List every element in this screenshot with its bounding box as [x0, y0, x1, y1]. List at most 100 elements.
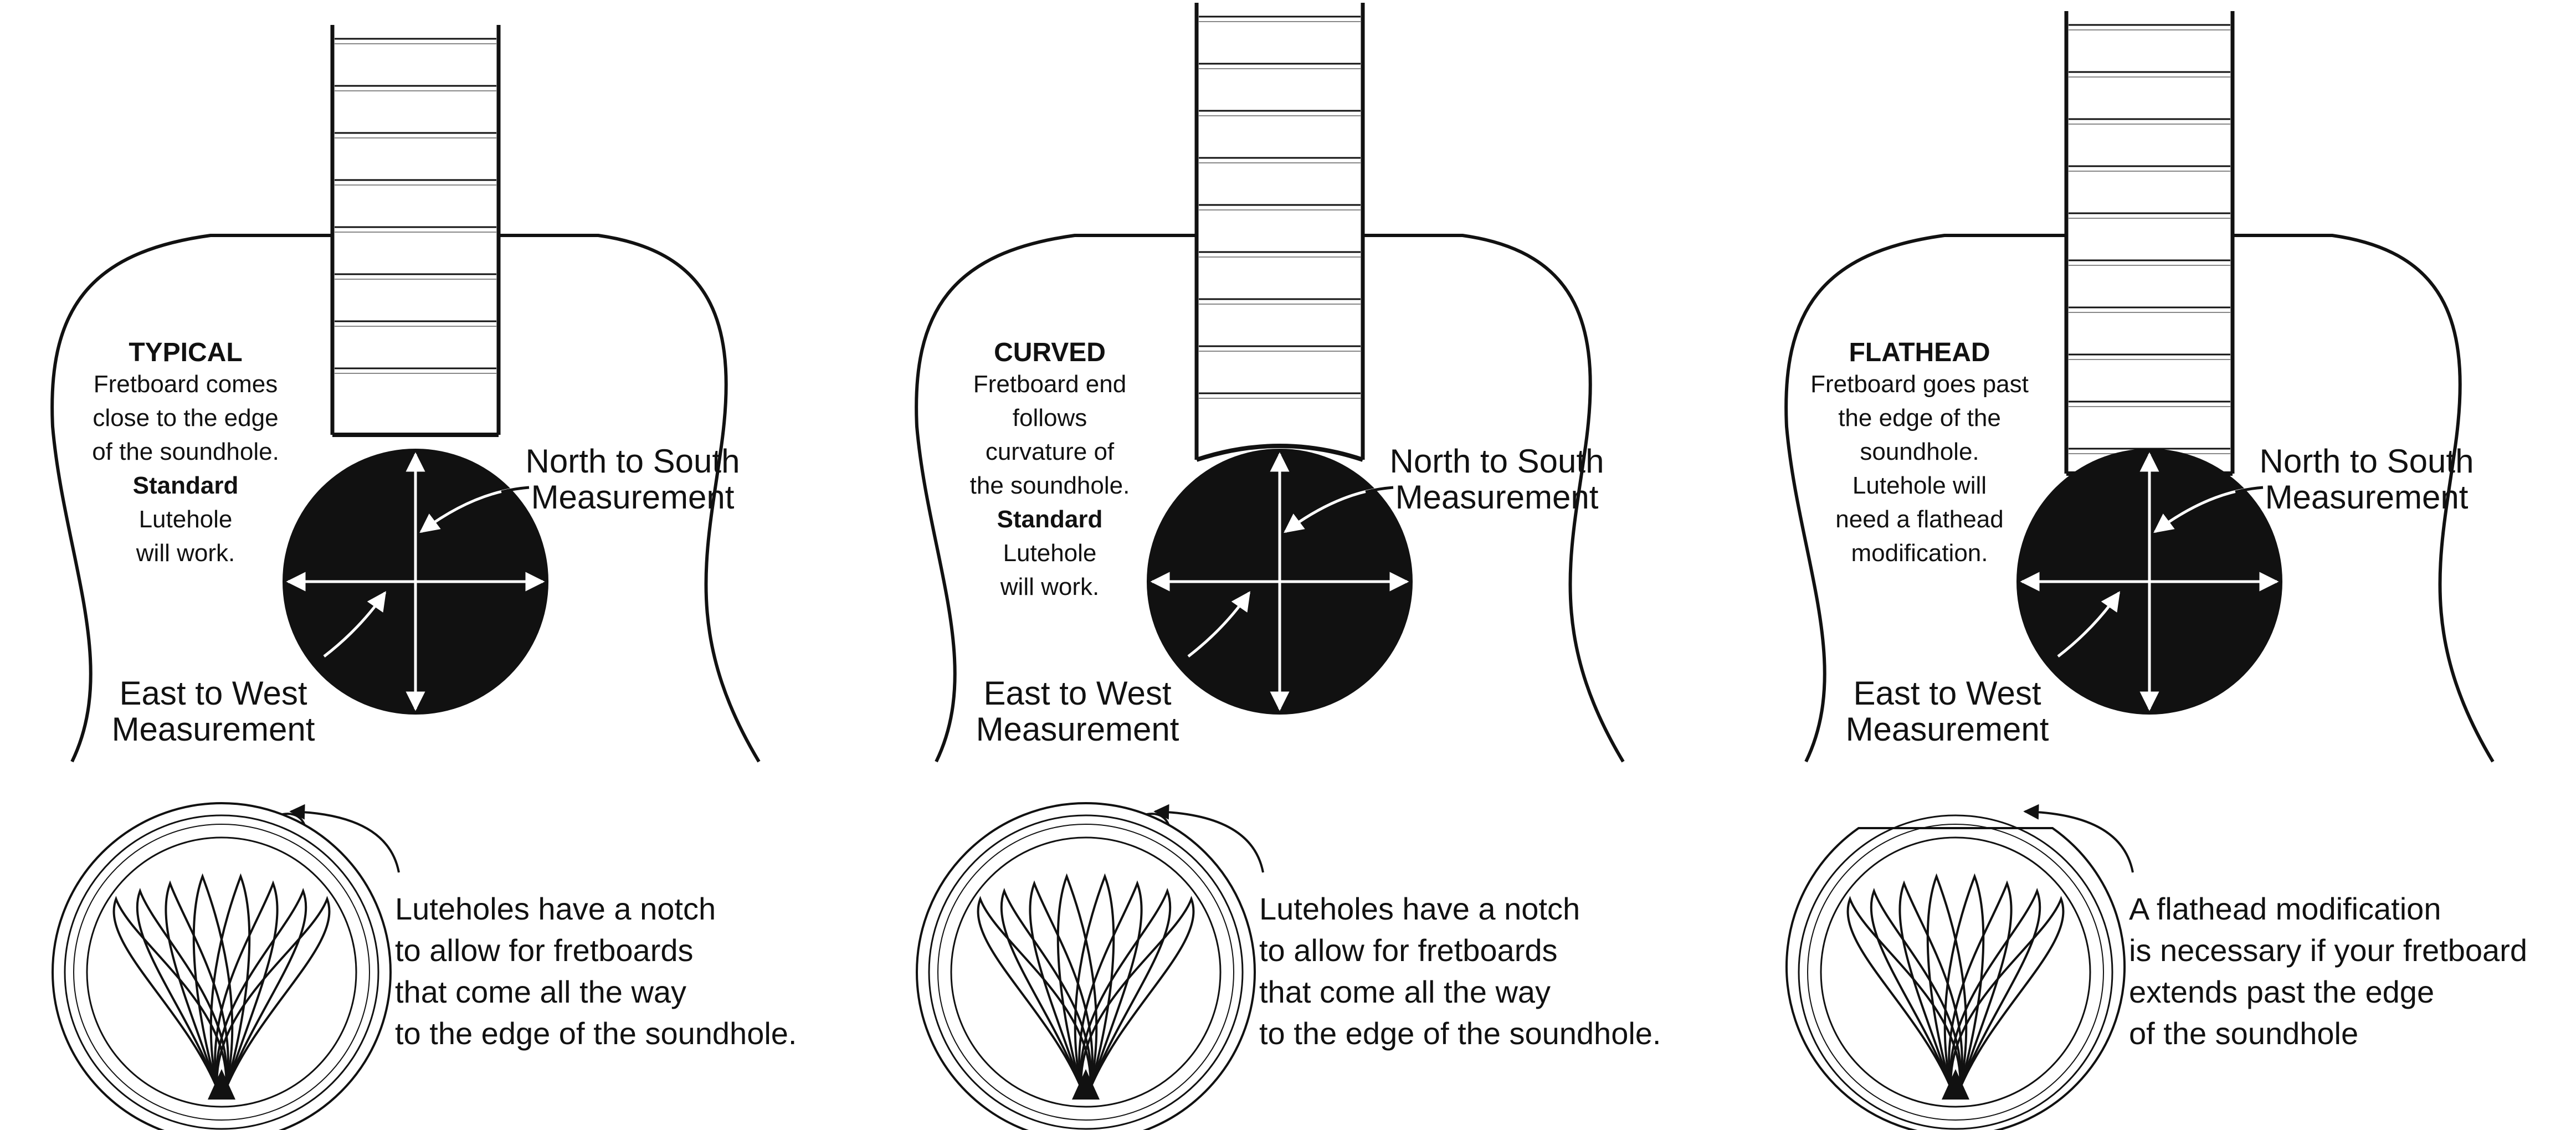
north-south-label: Measurement	[1395, 479, 1599, 516]
guitar-body-outline	[915, 234, 1625, 763]
panels-root: TYPICAL Fretboard comes close to the edge o…	[50, 3, 2527, 1130]
ns-pointer-outer	[501, 486, 530, 494]
notch-arrow	[289, 804, 400, 873]
rosette-leaf	[1846, 896, 1962, 1089]
variant-description-line: the soundhole.	[970, 472, 1130, 499]
lutehole-note-line: to the edge of the soundhole.	[395, 1016, 797, 1051]
fretboard-end	[1195, 444, 1364, 462]
lutehole-illustration	[1785, 814, 2126, 1130]
ns-pointer-outer	[2235, 486, 2264, 494]
lutehole-note-line: Luteholes have a notch	[395, 891, 716, 926]
lutehole-note-line: that come all the way	[1259, 974, 1551, 1009]
lutehole-ring	[1820, 836, 2091, 1108]
lutehole-ring	[950, 836, 1222, 1108]
variant-description-line: Fretboard goes past	[1810, 371, 2029, 398]
north-south-label: Measurement	[2265, 479, 2469, 516]
rosette-leaf	[1948, 880, 2013, 1089]
lutehole-outer-ring	[916, 802, 1256, 1130]
lutehole-ring	[928, 814, 1244, 1130]
rosette-leaf	[1898, 880, 1963, 1089]
variant-description-line: Fretboard end	[973, 371, 1126, 398]
ew-pointer	[2057, 591, 2121, 658]
variant-description-line: will work.	[136, 540, 235, 567]
lutehole-ring	[86, 836, 357, 1108]
variant-description-line: need a flathead	[1835, 506, 2003, 533]
north-south-label: North to South	[526, 443, 740, 480]
standard-label: Standard	[997, 506, 1103, 533]
standard-label: Standard	[133, 472, 239, 499]
lutehole-note-line: to the edge of the soundhole.	[1259, 1016, 1661, 1051]
notch-arrow	[2023, 804, 2134, 873]
variant-description-line: curvature of	[986, 438, 1115, 465]
rosette-leaf	[977, 896, 1092, 1089]
variant-description-line: close to the edge	[93, 404, 278, 432]
lutehole-note-line: to allow for fretboards	[1259, 933, 1557, 968]
lutehole-ring	[1798, 814, 2113, 1130]
variant-description-line: Lutehole	[139, 506, 233, 533]
variant-description-line: Lutehole will	[1853, 472, 1987, 499]
ew-pointer	[1187, 591, 1251, 658]
notch-arrow	[1153, 804, 1264, 873]
rosette-leaf	[136, 887, 228, 1089]
lutehole-note-line: A flathead modification	[2129, 891, 2441, 926]
variant-title: CURVED	[994, 338, 1106, 367]
rosette-leaf	[215, 887, 307, 1089]
north-south-label: North to South	[1390, 443, 1604, 480]
rosette-leaf	[1949, 896, 2065, 1089]
rosette-base-spike	[208, 1069, 235, 1100]
rosette-leaf	[1029, 880, 1094, 1089]
rosette-leaf	[1943, 873, 1985, 1089]
rosette-base-spike	[1942, 1069, 1969, 1100]
rosette-base-spike	[1072, 1069, 1100, 1100]
lutehole-note-line: to allow for fretboards	[395, 933, 693, 968]
lutehole-illustration	[916, 802, 1256, 1130]
lutehole-ring	[1807, 824, 2104, 1121]
variant-description-line: will work.	[1000, 573, 1099, 600]
variant-title: FLATHEAD	[1849, 338, 1990, 367]
east-west-label: Measurement	[112, 711, 315, 748]
rosette-leaf	[165, 880, 229, 1089]
rosette-leaf	[1074, 873, 1115, 1089]
lutehole-outer-ring	[52, 802, 392, 1130]
lutehole-illustration	[52, 802, 392, 1130]
east-west-label: Measurement	[976, 711, 1179, 748]
lutehole-outer-ring	[1785, 827, 2126, 1130]
rosette-leaf	[1078, 880, 1143, 1089]
rosette-leaf	[1000, 887, 1092, 1089]
lutehole-note-line: of the soundhole	[2129, 1016, 2358, 1051]
panel-flathead: FLATHEAD Fretboard goes past the edge of t…	[1784, 11, 2527, 1130]
lutehole-ring	[73, 824, 370, 1121]
east-west-label: Measurement	[1846, 711, 2049, 748]
north-south-label: Measurement	[531, 479, 735, 516]
lutehole-ring	[64, 814, 379, 1130]
north-south-label: North to South	[2260, 443, 2474, 480]
variant-description-line: modification.	[1851, 540, 1988, 567]
rosette-leaf	[1080, 896, 1195, 1089]
rosette-leaf	[112, 896, 228, 1089]
variant-description-line: of the soundhole.	[92, 438, 279, 465]
variant-description-line: Fretboard comes	[94, 371, 278, 398]
variant-description-line: Lutehole	[1003, 540, 1097, 567]
lutehole-note-line: that come all the way	[395, 974, 686, 1009]
rosette-leaf	[1949, 887, 2041, 1089]
east-west-label: East to West	[119, 675, 307, 712]
rosette-leaf	[215, 896, 331, 1089]
east-west-label: East to West	[983, 675, 1171, 712]
lutehole-ring	[937, 824, 1234, 1121]
variant-description-line: soundhole.	[1860, 438, 1979, 465]
guitar-body-outline	[50, 234, 761, 763]
rosette-leaf	[1079, 887, 1172, 1089]
rosette-leaf	[209, 873, 251, 1089]
lutehole-note-line: Luteholes have a notch	[1259, 891, 1580, 926]
lutehole-note-line: extends past the edge	[2129, 974, 2434, 1009]
lutehole-note-line: is necessary if your fretboard	[2129, 933, 2527, 968]
variant-description-line: the edge of the	[1838, 404, 2001, 432]
ew-pointer	[323, 591, 387, 658]
panel-typical: TYPICAL Fretboard comes close to the edge o…	[50, 25, 797, 1130]
rosette-leaf	[1870, 887, 1962, 1089]
ns-pointer-outer	[1365, 486, 1394, 494]
rosette-leaf	[214, 880, 279, 1089]
variant-title: TYPICAL	[129, 338, 242, 367]
